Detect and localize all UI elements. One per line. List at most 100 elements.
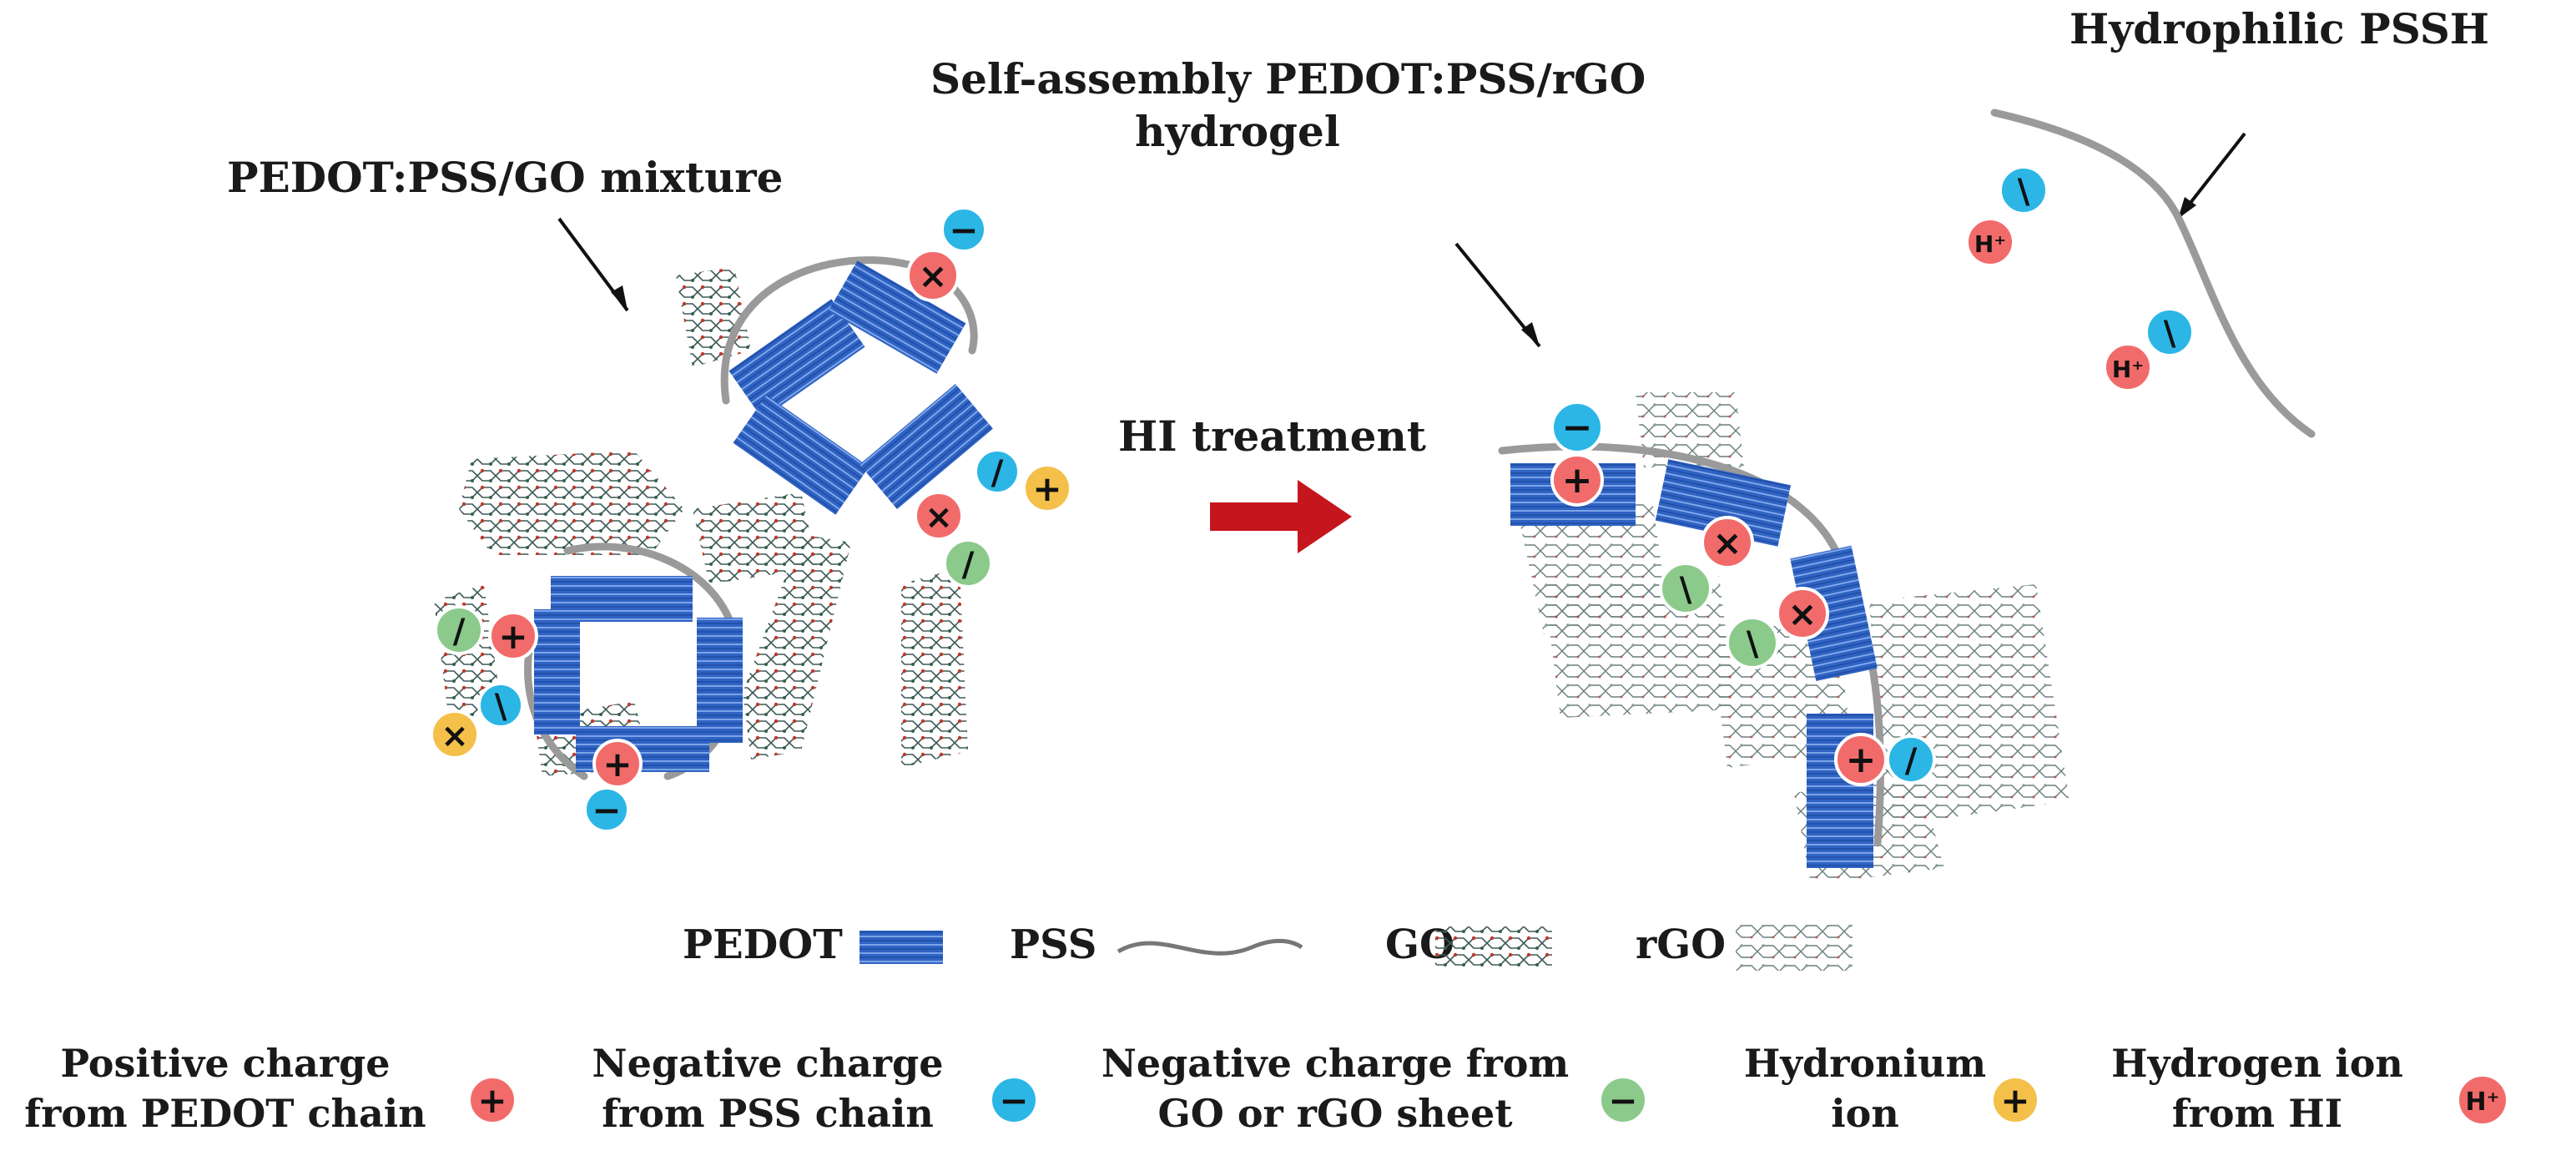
key-hydrogen-symbol <box>2456 1073 2509 1127</box>
pssh-illustration: \ H⁺ \ H⁺ <box>1965 109 2316 438</box>
key-text-line1: Positive charge <box>60 1041 390 1086</box>
key-text-line2: from HI <box>2172 1091 2342 1136</box>
svg-text:\: \ <box>1747 625 1759 664</box>
hydrogel-pointer-arrowhead <box>1521 322 1540 346</box>
svg-text:/: / <box>453 613 466 651</box>
positive-pedot-ion: × <box>1776 587 1829 640</box>
svg-text:H⁺: H⁺ <box>1974 230 2006 258</box>
positive-pedot-ion: × <box>1701 516 1754 569</box>
svg-text:+: + <box>498 616 527 657</box>
key-text-line1: Hydronium <box>1744 1041 1986 1086</box>
hydrogel-label-line1: Self-assembly PEDOT:PSS/rGO <box>930 54 1646 103</box>
svg-text:×: × <box>925 498 953 537</box>
negative-pss-ion: / <box>974 448 1021 495</box>
key-text-line1: Hydrogen ion <box>2111 1041 2403 1086</box>
reaction-arrow <box>1210 480 1352 553</box>
treatment-label: HI treatment <box>1118 411 1426 461</box>
svg-text:+: + <box>602 744 632 785</box>
mixture-pointer-arrowhead <box>611 285 628 310</box>
key-text-line2: GO or rGO sheet <box>1157 1091 1513 1136</box>
pssh-label: Hydrophilic PSSH <box>2069 4 2489 53</box>
svg-text:/: / <box>991 454 1004 492</box>
key-positive-glyph: + <box>477 1080 507 1121</box>
key-hydronium-symbol <box>1990 1075 2040 1125</box>
svg-text:×: × <box>441 717 469 755</box>
legend-pedot-swatch <box>860 931 943 964</box>
legend-rgo-swatch <box>1736 925 1853 971</box>
negative-pss-ion: − <box>583 786 630 833</box>
key-negative-pss-symbol <box>989 1075 1039 1125</box>
legend-go-swatch <box>1435 926 1552 968</box>
pss-chain <box>1990 109 2316 438</box>
svg-text:/: / <box>1905 742 1918 780</box>
key-negative-go-symbol <box>1598 1075 1648 1125</box>
svg-text:H⁺: H⁺ <box>2112 356 2144 383</box>
svg-text:+: + <box>1562 459 1593 502</box>
pedot-block <box>1655 459 1792 547</box>
go-sheet <box>459 451 684 555</box>
pss-chain <box>720 256 978 405</box>
hydronium-ion: + <box>1022 463 1072 513</box>
key-positive-pedot: Positive charge from PEDOT chain + <box>24 1041 517 1136</box>
negative-pss-ion: − <box>1550 401 1604 454</box>
material-legend: PEDOT PSS GO rGO <box>683 921 1853 971</box>
svg-text:+: + <box>1032 468 1061 509</box>
key-text-line2: ion <box>1831 1091 1899 1136</box>
svg-text:+: + <box>1846 739 1877 781</box>
negative-pss-ion: − <box>940 206 987 253</box>
key-positive-symbol <box>467 1075 517 1125</box>
hydrogel-label-line2: hydrogel <box>1135 107 1340 156</box>
legend-pss-swatch <box>1117 938 1303 956</box>
pedot-block <box>697 618 743 743</box>
key-negative-go: Negative charge from GO or rGO sheet − <box>1101 1041 1648 1136</box>
key-hydrogen-glyph: H⁺ <box>2466 1088 2500 1117</box>
key-negative-go-glyph: − <box>1608 1080 1637 1121</box>
positive-pedot-ion: + <box>1834 733 1888 786</box>
legend-pedot-label: PEDOT <box>683 921 843 968</box>
key-hydronium: Hydronium ion + <box>1744 1041 2040 1136</box>
rgo-sheet <box>1636 392 1744 467</box>
hydronium-ion: × <box>430 709 480 760</box>
svg-text:×: × <box>1712 522 1742 563</box>
legend-rgo-label: rGO <box>1636 921 1726 968</box>
key-text-line1: Negative charge <box>592 1041 944 1086</box>
hydrogen-ion: H⁺ <box>2103 342 2153 392</box>
positive-pedot-ion: × <box>906 249 960 302</box>
key-hydronium-glyph: + <box>2000 1080 2029 1121</box>
svg-text:\: \ <box>495 688 507 726</box>
negative-pss-ion: \ <box>2145 307 2195 357</box>
positive-pedot-ion: + <box>1550 453 1604 507</box>
pedot-block <box>733 395 870 515</box>
key-negative-pss: Negative charge from PSS chain − <box>592 1041 1039 1136</box>
pedot-block <box>828 260 966 374</box>
go-sheet <box>693 492 818 584</box>
svg-text:\: \ <box>2018 173 2030 211</box>
negative-pss-ion: \ <box>1999 165 2049 215</box>
svg-text:×: × <box>1787 593 1817 634</box>
svg-text:\: \ <box>1680 571 1692 609</box>
key-negative-pss-glyph: − <box>999 1080 1028 1121</box>
svg-text:\: \ <box>2164 315 2176 353</box>
positive-pedot-ion: × <box>914 491 964 541</box>
hydrogen-ion: H⁺ <box>1965 217 2015 267</box>
go-sheet <box>901 568 968 768</box>
key-text-line2: from PSS chain <box>602 1091 934 1136</box>
positive-pedot-ion: + <box>592 739 643 789</box>
go-sheet <box>743 534 851 760</box>
pssh-pointer-arrowhead <box>2178 197 2196 219</box>
negative-pss-ion: \ <box>477 682 524 729</box>
pedot-block <box>728 299 865 419</box>
svg-text:−: − <box>1562 406 1593 449</box>
pedot-block <box>1790 545 1878 682</box>
negative-go-ion: \ <box>1659 562 1712 615</box>
key-text-line1: Negative charge from <box>1101 1041 1569 1086</box>
negative-go-ion: / <box>434 605 484 655</box>
legend-pss-label: PSS <box>1010 921 1096 968</box>
mixture-illustration: − × / + × / / + \ × + − <box>430 206 1072 833</box>
key-hydrogen-ion: Hydrogen ion from HI H⁺ <box>2111 1041 2509 1136</box>
negative-go-ion: \ <box>1726 616 1779 669</box>
negative-go-ion: / <box>943 538 993 588</box>
hydrogel-illustration: − + × \ × \ + / <box>1498 392 2069 885</box>
charge-key: Positive charge from PEDOT chain + Negat… <box>24 1041 2509 1136</box>
